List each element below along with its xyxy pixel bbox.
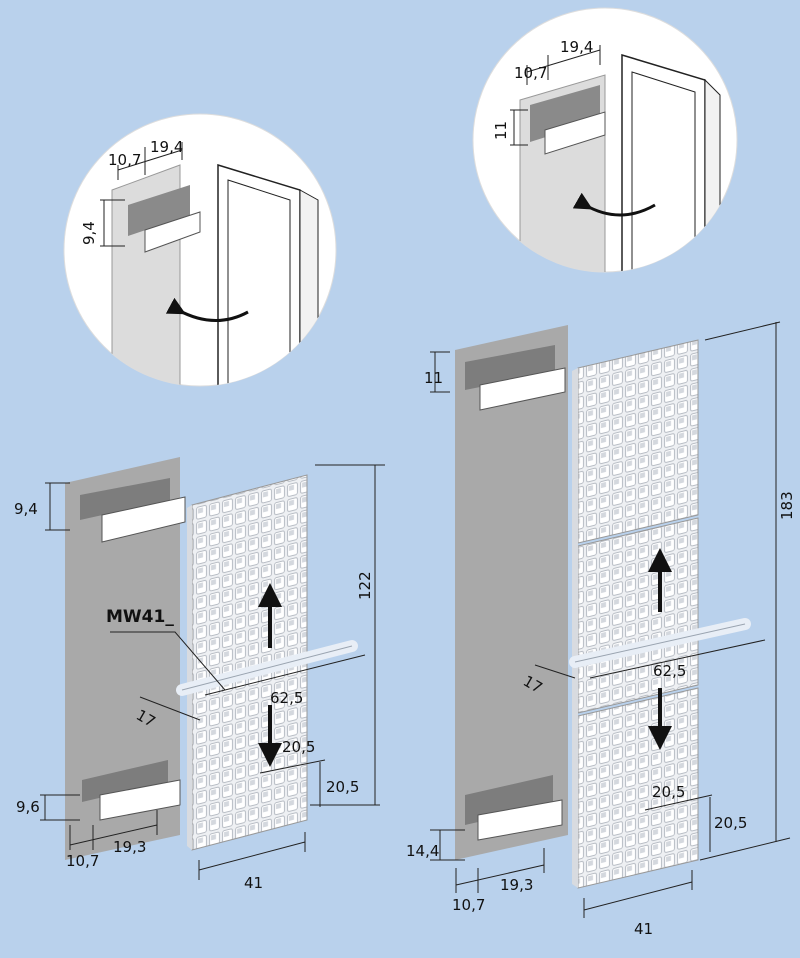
left-total-height: 122 — [356, 571, 374, 600]
right-detail-dim-side: 11 — [492, 121, 510, 140]
left-detail-dim-a: 10,7 — [108, 151, 141, 169]
radiator-section-middle — [577, 517, 699, 714]
right-outlet-offset-x: 20,5 — [652, 783, 685, 801]
right-bar-length: 62,5 — [653, 662, 686, 680]
right-outlet-offset-y: 20,5 — [714, 814, 747, 832]
left-assembly: 9,4 122 MW41_ 62,5 17 20,5 20,5 9,6 10,7… — [14, 457, 385, 892]
right-total-height: 183 — [778, 491, 796, 520]
right-bracket-offset: 10,7 — [452, 896, 485, 914]
left-outlet-offset-x: 20,5 — [282, 738, 315, 756]
wall-plate — [65, 457, 180, 860]
left-detail-dim-side: 9,4 — [80, 221, 98, 245]
left-detail-inset: 10,7 19,4 9,4 — [63, 113, 337, 387]
left-bracket-width: 19,3 — [113, 838, 146, 856]
right-assembly: 11 183 62,5 17 20,5 20,5 14,4 10,7 19,3 … — [406, 321, 796, 938]
radiator-section-top — [577, 339, 699, 544]
wall-plate — [455, 325, 568, 860]
right-bracket-width: 19,3 — [500, 876, 533, 894]
left-bottom-bracket-height: 9,6 — [16, 798, 40, 816]
left-width: 41 — [244, 874, 263, 892]
left-detail-dim-b: 19,4 — [150, 138, 183, 156]
left-bar-length: 62,5 — [270, 689, 303, 707]
left-outlet-offset-y: 20,5 — [326, 778, 359, 796]
right-detail-dim-a: 10,7 — [514, 64, 547, 82]
left-top-bracket-height: 9,4 — [14, 500, 38, 518]
right-top-bracket-height: 11 — [424, 369, 443, 387]
right-detail-inset: 10,7 19,4 11 — [472, 7, 738, 273]
right-width: 41 — [634, 920, 653, 938]
left-model-label: MW41_ — [106, 607, 174, 627]
right-detail-dim-b: 19,4 — [560, 38, 593, 56]
right-bottom-bracket-height: 14,4 — [406, 842, 439, 860]
left-bracket-offset: 10,7 — [66, 852, 99, 870]
